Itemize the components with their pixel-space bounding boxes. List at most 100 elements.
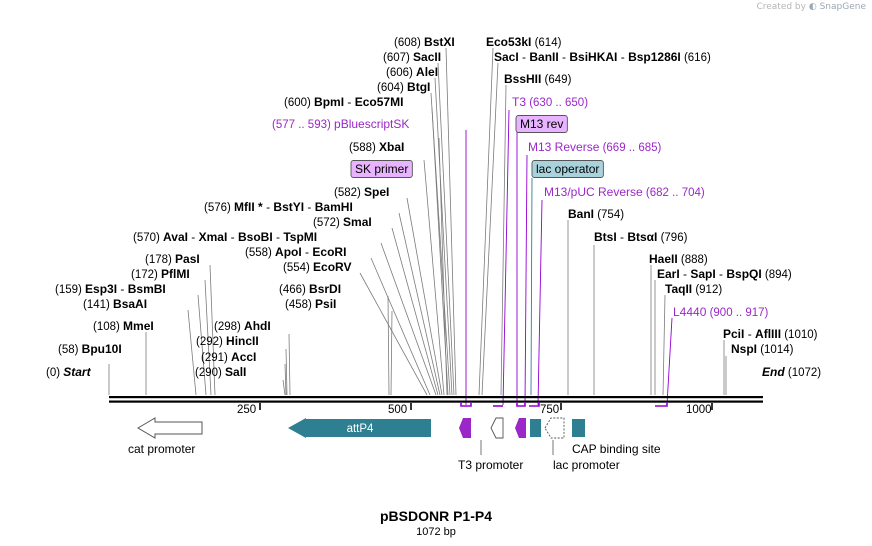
site-m13rev: M13 rev [515, 115, 568, 133]
site-label-esp3i: (159) Esp3I - BsmBI [55, 282, 166, 296]
site-separator: - [117, 282, 128, 296]
site-name: Eco57MI [355, 95, 404, 109]
site-hincii: (292) HincII [196, 334, 259, 348]
site-pflmi: (172) PflMI [131, 267, 190, 281]
feature-attp4: attP4 [288, 418, 431, 438]
site-label-bsrdi: (466) BsrDI [279, 282, 341, 296]
site-esp3i: (159) Esp3I - BsmBI [55, 282, 166, 296]
site-name: SalI [225, 365, 246, 379]
site-separator: - [188, 230, 199, 244]
site-name: L4440 [673, 305, 707, 319]
site-label-pflmi: (172) PflMI [131, 267, 190, 281]
site-label-mmei: (108) MmeI [93, 319, 154, 333]
site-label-skprimer: SK primer [355, 162, 408, 176]
site-position: (600) [284, 97, 314, 109]
site-position: (1014) [757, 344, 794, 356]
feature-m13-rev-arrow [515, 418, 526, 438]
site-separator: - [302, 245, 313, 259]
site-nspi: NspI (1014) [731, 342, 794, 356]
site-alei: (606) AleI [386, 65, 438, 79]
site-separator: - [744, 327, 755, 341]
site-name: lac operator [536, 162, 599, 176]
site-mlui: (576) MfII * - BstYI - BamHI [204, 200, 353, 214]
ruler-tick-750: 750 [540, 404, 559, 416]
site-position: (616) [681, 52, 711, 64]
attp4-label: attP4 [347, 423, 374, 435]
site-separator: - [716, 267, 727, 281]
site-position: (608) [394, 37, 424, 49]
site-haeii: HaeII (888) [649, 252, 708, 266]
site-position: (572) [313, 217, 343, 229]
site-label-xbai: (588) XbaI [349, 140, 404, 154]
site-name: TaqII [665, 282, 692, 296]
site-ahdi: (298) AhdI [214, 319, 271, 333]
site-label-nspi: NspI (1014) [731, 342, 794, 356]
site-separator: - [344, 95, 355, 109]
cap-binding-site-label: CAP binding site [572, 442, 661, 456]
site-separator: - [617, 230, 628, 244]
sequence-backbone [109, 396, 763, 403]
site-name: SpeI [364, 185, 389, 199]
site-avai: (570) AvaI - XmaI - BsoBI - TspMI [133, 230, 317, 244]
site-psii: (458) PsiI [285, 297, 336, 311]
site-label-saci: SacI - BanII - BsiHKAI - Bsp1286I (616) [494, 50, 711, 64]
site-name: AvaI [163, 230, 188, 244]
site-eco53ki: Eco53kI (614) [486, 35, 562, 49]
site-position: (0) [46, 367, 63, 379]
credit-prefix: Created by [756, 2, 806, 12]
site-name: T3 [512, 95, 526, 109]
site-label-sali: (290) SalI [195, 365, 246, 379]
site-position: (558) [245, 247, 275, 259]
site-position: (604) [377, 82, 407, 94]
site-position: (554) [283, 262, 313, 274]
map-title: pBSDONR P1-P4 [380, 508, 492, 524]
site-name: TspMI [283, 230, 317, 244]
site-box-lacop [531, 160, 604, 178]
site-bsshii: BssHII (649) [504, 72, 572, 86]
site-start: (0) Start [46, 365, 92, 379]
feature-lac-operator [530, 419, 541, 437]
site-position: (682 .. 704) [643, 187, 705, 199]
site-position: (576) [204, 202, 234, 214]
site-position: (606) [386, 67, 416, 79]
site-name: BtsI [594, 230, 617, 244]
site-name: PasI [175, 252, 200, 266]
site-name: NspI [731, 342, 757, 356]
t3-promoter-label: T3 promoter [458, 458, 523, 472]
site-label-t3: T3 (630 .. 650) [512, 95, 588, 109]
feature-cat-promoter: cat promoter [128, 417, 203, 456]
site-bpu10i: (58) Bpu10I [58, 342, 122, 356]
site-name: pBluescriptSK [334, 117, 409, 131]
site-separator: - [227, 230, 238, 244]
site-name: MmeI [123, 319, 154, 333]
site-name: AhdI [244, 319, 271, 333]
site-name: M13 rev [520, 117, 563, 131]
site-label-m13puc: M13/pUC Reverse (682 .. 704) [544, 185, 705, 199]
site-label-sacii: (607) SacII [383, 50, 441, 64]
site-name: EcoRI [312, 245, 346, 259]
site-lacop: lac operator [531, 160, 604, 178]
feature-cap-binding-site: CAP binding site [572, 419, 661, 456]
site-name: BsmBI [128, 282, 166, 296]
site-position: (577 .. 593) [272, 119, 334, 131]
site-label-start: (0) Start [46, 365, 92, 379]
site-name: BpmI [314, 95, 344, 109]
site-name: SacI [494, 50, 519, 64]
site-name: BanI [568, 207, 594, 221]
site-label-spei: (582) SpeI [334, 185, 389, 199]
site-name: BsrDI [309, 282, 341, 296]
site-name: BspQI [726, 267, 761, 281]
feature-t3-promoter: T3 promoter [458, 417, 523, 472]
site-label-bsaai: (141) BsaAI [83, 297, 147, 311]
site-name: SapI [690, 267, 715, 281]
site-label-haeii: HaeII (888) [649, 252, 708, 266]
site-label-pasi: (178) PasI [145, 252, 200, 266]
site-position: (172) [131, 269, 161, 281]
site-sacii: (607) SacII [383, 50, 441, 64]
site-pcii: PciI - AflIII (1010) [723, 327, 818, 341]
site-taqii: TaqII (912) [665, 282, 722, 296]
site-name: BanII [529, 50, 558, 64]
site-label-smai: (572) SmaI [313, 215, 372, 229]
site-saci: SacI - BanII - BsiHKAI - Bsp1286I (616) [494, 50, 711, 64]
